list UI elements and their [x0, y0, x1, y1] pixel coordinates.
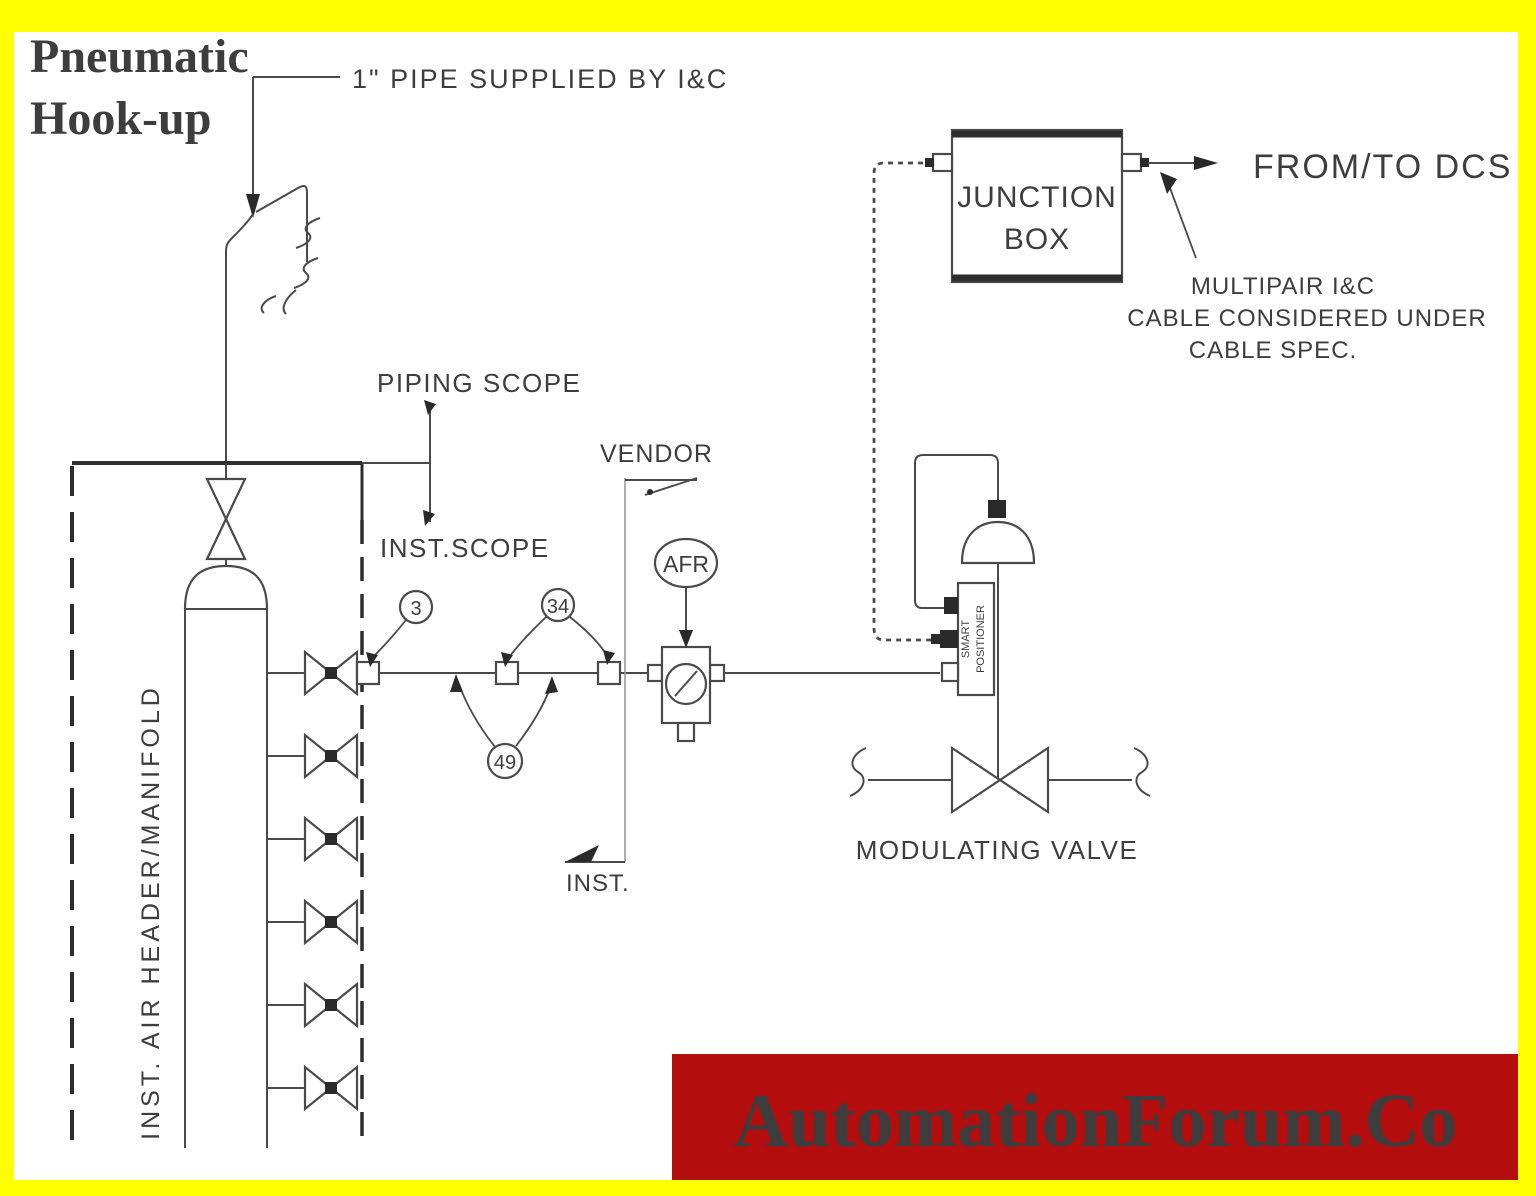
supply-pipe	[225, 76, 340, 463]
pipe-break-left	[849, 747, 867, 797]
site-banner: AutomationForum.Co	[672, 1054, 1518, 1180]
positioner-tubing-loop	[914, 454, 999, 609]
callout-34-text: 34	[547, 596, 569, 618]
cable-note-line3: CABLE SPEC.	[1189, 337, 1357, 364]
positioner-label-line1: SMART	[960, 620, 972, 659]
junction-box-label-line2: BOX	[1004, 223, 1070, 256]
modulating-valve-label: MODULATING VALVE	[856, 835, 1139, 865]
junction-box-label-line1: JUNCTION	[957, 181, 1117, 214]
vendor-label: VENDOR	[600, 440, 713, 468]
supply-pipe-label: 1" PIPE SUPPLIED BY I&C	[352, 64, 728, 94]
piping-scope-marker	[423, 400, 436, 526]
positioner-label-line2: POSITIONER	[975, 605, 987, 673]
page-title-line2: Hook-up	[30, 92, 211, 145]
actuator-top-port	[988, 500, 1006, 518]
vessel-dome	[183, 564, 269, 610]
air-header-vessel	[183, 564, 269, 1148]
vendor-flag	[625, 477, 698, 496]
modulating-valve	[950, 745, 1050, 815]
callout-3-text: 3	[410, 598, 421, 620]
inst-label: INST.	[566, 870, 630, 897]
branch-valve	[303, 1064, 359, 1112]
positioner-assembly	[931, 500, 1036, 697]
cable-note-line2: CABLE CONSIDERED UNDER	[1127, 305, 1486, 332]
inst-air-boundary	[70, 461, 429, 1150]
branch-valve	[303, 815, 359, 863]
dcs-label: FROM/TO DCS	[1253, 148, 1512, 186]
callout-3	[366, 589, 434, 667]
pipe-break-symbol	[255, 184, 321, 315]
air-header-label: INST. AIR HEADER/MANIFOLD	[137, 684, 165, 1140]
cable-note-line1: MULTIPAIR I&C	[1191, 273, 1375, 300]
afr-arrowhead	[679, 630, 693, 648]
tube-fitting	[494, 660, 520, 686]
afr-tag	[653, 537, 719, 648]
inst-scope-label: INST.SCOPE	[380, 533, 550, 563]
afr-drain	[676, 721, 696, 743]
callout-49	[450, 674, 558, 780]
branch-valve	[303, 649, 359, 697]
process-pipe	[849, 747, 1151, 797]
branch-valve	[303, 898, 359, 946]
signal-cable-dashed	[872, 161, 940, 642]
cable-gland-right	[1120, 152, 1143, 173]
header-isolation-valve	[205, 463, 247, 566]
cable-gland-left	[931, 152, 954, 173]
afr-tag-text: AFR	[663, 551, 709, 577]
page-title-line1: Pneumatic	[30, 30, 249, 83]
supply-pipe-jog	[225, 213, 254, 463]
positioner-box	[956, 581, 996, 697]
tube-fitting	[596, 660, 622, 686]
actuator-dome	[960, 520, 1036, 565]
dcs-arrowhead	[1194, 156, 1218, 170]
cable-note-leader	[1160, 172, 1197, 259]
inst-flag	[565, 845, 625, 863]
banner-background	[672, 1054, 1518, 1180]
piping-scope-label: PIPING SCOPE	[377, 368, 581, 398]
branch-valve	[303, 981, 359, 1029]
positioner-top-port	[944, 597, 958, 614]
pipe-break-right	[1133, 747, 1151, 797]
positioner-cable-gland	[940, 630, 958, 648]
callout-49-text: 49	[494, 752, 516, 774]
afr-device	[646, 645, 726, 743]
banner-text: AutomationForum.Co	[733, 1079, 1457, 1163]
flow-arrow-down	[246, 194, 260, 218]
tube-fitting	[355, 660, 381, 686]
junction-box	[925, 128, 1218, 284]
branch-valve	[303, 732, 359, 780]
branch-valves	[303, 649, 359, 1112]
positioner-air-port	[940, 661, 960, 683]
callout-34	[501, 587, 615, 667]
